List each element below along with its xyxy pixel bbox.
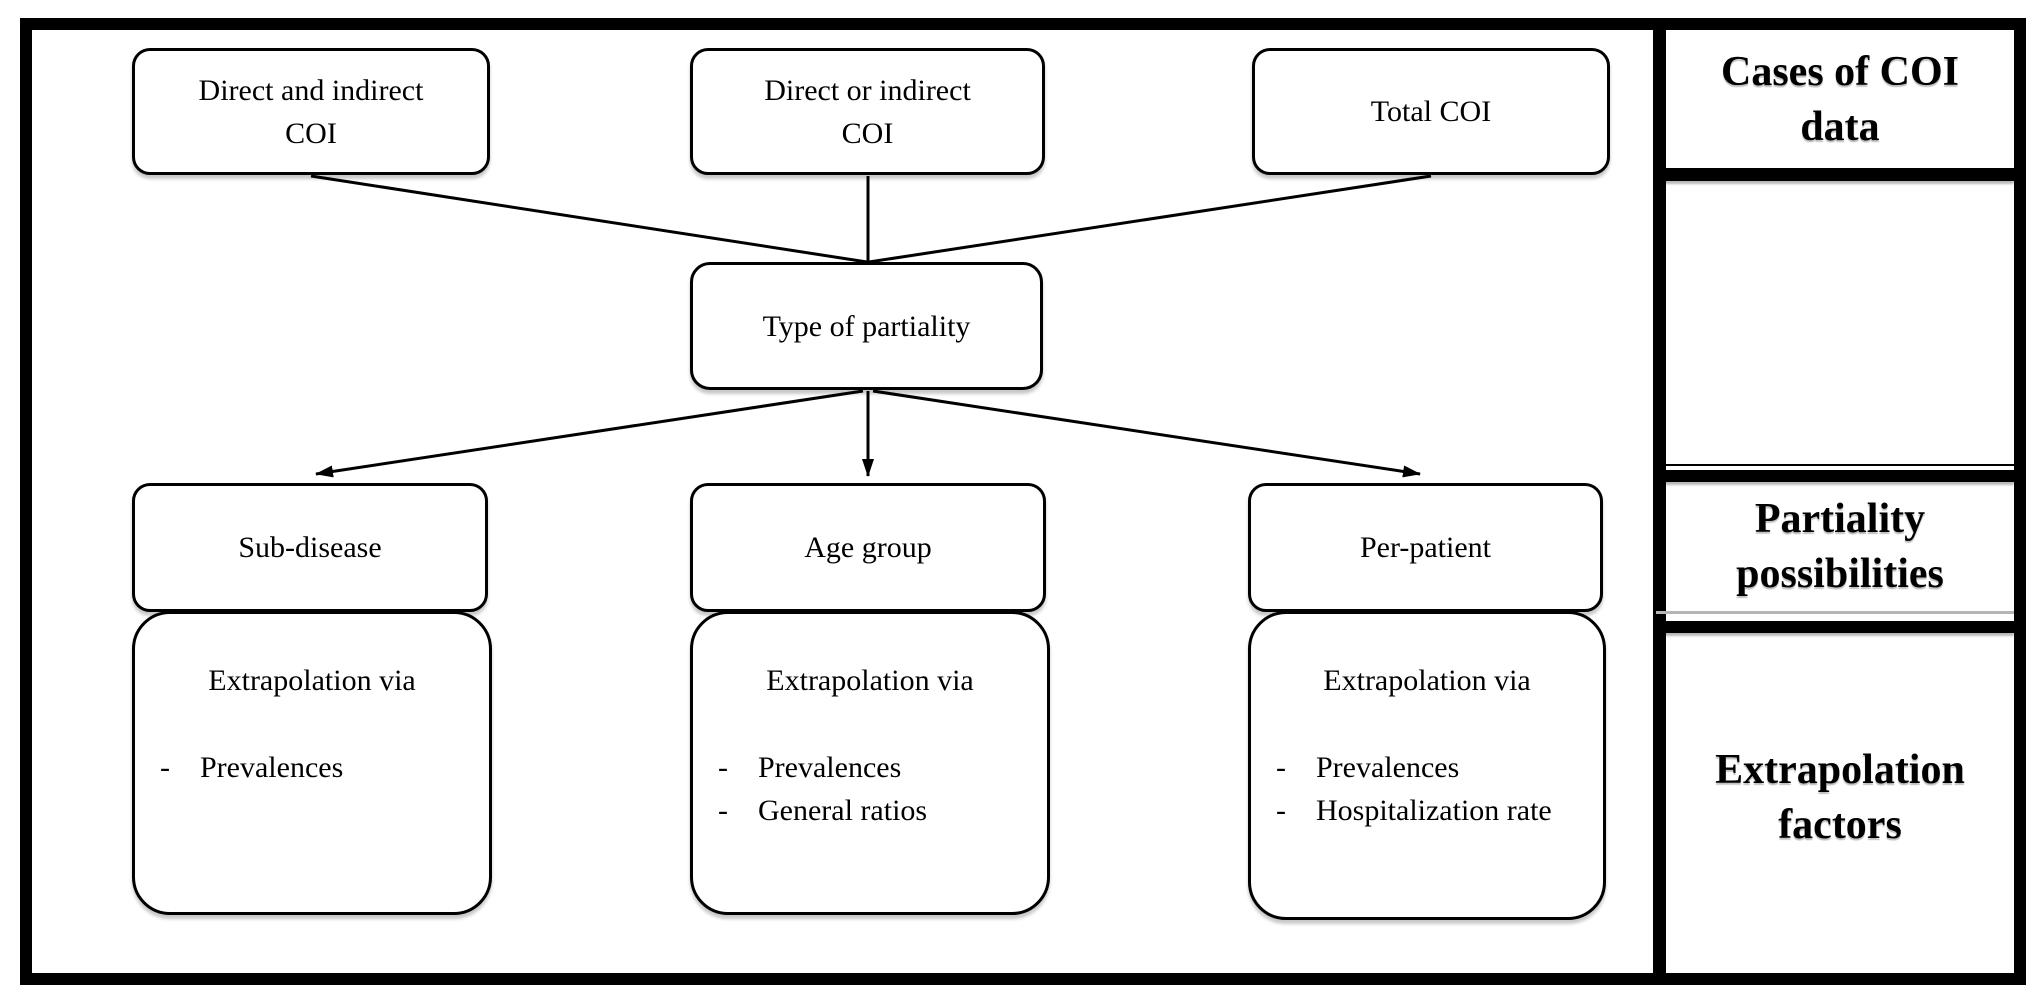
dash-bullet: - <box>718 794 728 827</box>
sidebar-rule-2 <box>1656 470 2014 482</box>
sidebar-cell-extrapolation-factors: Extrapolation factors <box>1666 633 2014 963</box>
sidebar-label-line: Extrapolation <box>1715 747 1965 793</box>
extrapolation-title: Extrapolation via <box>766 664 974 697</box>
connector-total-coi-to-type <box>868 174 1432 264</box>
box-age-group: Age group <box>690 483 1046 612</box>
box-extrapolation-per-patient: Extrapolation via - Prevalences - Hospit… <box>1248 611 1606 920</box>
dash-bullet: - <box>160 751 170 784</box>
list-item: - Prevalences <box>1276 746 1585 789</box>
list-item: - Hospitalization rate <box>1276 789 1585 832</box>
list-item-label: General ratios <box>758 794 928 827</box>
box-per-patient: Per-patient <box>1248 483 1603 612</box>
sidebar-cell-cases-of-coi-data: Cases of COI data <box>1666 31 2014 168</box>
sidebar-divider <box>1653 18 1666 985</box>
list-item-label: Prevalences <box>1316 751 1460 784</box>
box-type-of-partiality: Type of partiality <box>690 262 1043 390</box>
box-extrapolation-age-group: Extrapolation via - Prevalences - Genera… <box>690 611 1050 915</box>
list-item: - General ratios <box>718 789 1029 832</box>
list-item-label: Hospitalization rate <box>1316 794 1552 827</box>
extrapolation-list: - Prevalences - General ratios <box>693 746 1047 832</box>
sidebar-thin-rule-2 <box>1656 464 2014 466</box>
sidebar-cell-label: Extrapolation factors <box>1715 743 1965 853</box>
box-total-coi: Total COI <box>1252 48 1610 175</box>
box-label-line: Total COI <box>1370 95 1492 128</box>
list-item-label: Prevalences <box>200 751 344 784</box>
extrapolation-title: Extrapolation via <box>1323 664 1531 697</box>
box-extrapolation-sub-disease: Extrapolation via - Prevalences <box>132 611 492 915</box>
list-item-label: Prevalences <box>758 751 902 784</box>
box-direct-or-indirect-coi: Direct or indirect COI <box>690 48 1045 175</box>
box-direct-and-indirect-coi: Direct and indirect COI <box>132 48 490 175</box>
extrapolation-title: Extrapolation via <box>208 664 416 697</box>
box-label: Age group <box>804 531 932 564</box>
sidebar-gray-rule-3 <box>1656 611 2014 614</box>
connector-type-to-per-patient <box>872 389 1421 478</box>
outer-frame <box>20 18 2026 985</box>
box-label: Total COI <box>1371 90 1491 133</box>
sidebar-cell-label: Cases of COI data <box>1721 45 1959 155</box>
connector-direct-and-indirect-to-type <box>310 174 868 264</box>
list-item: - Prevalences <box>718 746 1029 789</box>
extrapolation-list: - Prevalences - Hospitalization rate <box>1251 746 1603 832</box>
sidebar-label-line: Cases of COI <box>1721 48 1959 95</box>
dash-bullet: - <box>1276 751 1286 784</box>
dash-bullet: - <box>1276 794 1286 827</box>
box-label-line: Direct or indirect <box>764 73 971 107</box>
box-label-line: COI <box>285 116 337 150</box>
box-label-line: Direct and indirect <box>198 73 424 107</box>
sidebar-label-line: possibilities <box>1736 550 1944 597</box>
sidebar-label-line: factors <box>1778 802 1902 848</box>
sidebar-rule-1 <box>1656 168 2014 181</box>
sidebar-label-line: data <box>1800 103 1880 150</box>
box-label: Direct or indirect COI <box>764 69 971 155</box>
sidebar-cell-partiality-possibilities: Partiality possibilities <box>1666 482 2014 611</box>
extrapolation-list: - Prevalences <box>135 746 489 789</box>
sidebar-cell-empty <box>1666 182 2014 464</box>
dash-bullet: - <box>718 751 728 784</box>
connector-type-to-sub-disease <box>315 389 864 478</box>
box-label-line: COI <box>841 116 894 150</box>
list-item: - Prevalences <box>160 746 471 789</box>
box-label: Direct and indirect COI <box>199 69 424 155</box>
sidebar-cell-label: Partiality possibilities <box>1736 492 1944 602</box>
box-label: Type of partiality <box>762 309 971 343</box>
sidebar-rule-3 <box>1656 621 2014 633</box>
box-label: Per-patient <box>1359 531 1491 564</box>
box-label: Sub-disease <box>238 531 382 564</box>
box-sub-disease: Sub-disease <box>132 483 488 612</box>
sidebar-label-line: Partiality <box>1754 495 1926 542</box>
